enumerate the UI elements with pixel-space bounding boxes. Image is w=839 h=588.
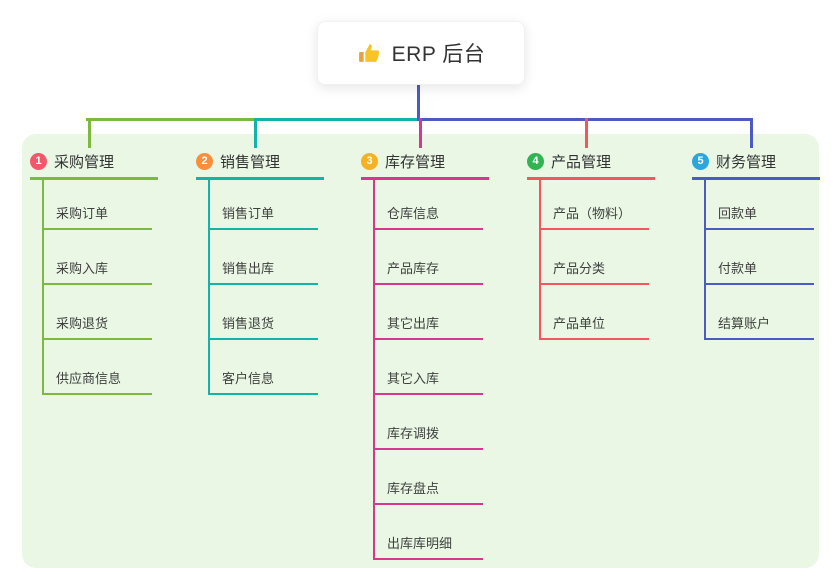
branch-header-node[interactable]: 2 销售管理 <box>196 148 280 174</box>
child-node-label[interactable]: 库存盘点 <box>387 481 440 496</box>
child-underline <box>704 228 814 230</box>
child-node-label[interactable]: 出库库明细 <box>387 536 453 551</box>
child-underline <box>373 558 483 560</box>
child-node-label[interactable]: 产品库存 <box>387 261 440 276</box>
child-node-label[interactable]: 其它出库 <box>387 316 440 331</box>
child-node-label[interactable]: 客户信息 <box>222 371 275 386</box>
branch-label: 销售管理 <box>220 153 281 171</box>
branch-label: 库存管理 <box>385 153 446 171</box>
branch-label: 采购管理 <box>54 153 115 171</box>
child-underline <box>539 283 649 285</box>
bus-segment-1 <box>86 118 256 121</box>
child-underline <box>42 338 152 340</box>
child-underline <box>704 283 814 285</box>
branch-drop-line <box>253 118 257 148</box>
root-node-title: ERP 后台 <box>391 43 486 66</box>
child-underline <box>373 338 483 340</box>
child-node-label[interactable]: 产品单位 <box>553 316 606 331</box>
child-node-label[interactable]: 销售出库 <box>222 261 275 276</box>
child-underline <box>373 393 483 395</box>
child-underline <box>208 338 318 340</box>
branch-number-badge: 3 <box>361 152 378 170</box>
child-node-label[interactable]: 供应商信息 <box>56 371 122 386</box>
child-underline <box>42 283 152 285</box>
child-underline <box>373 283 483 285</box>
branch-header-node[interactable]: 3 库存管理 <box>361 148 445 174</box>
child-node-label[interactable]: 采购退货 <box>56 316 109 331</box>
branch-spine-line <box>373 177 375 560</box>
branches-panel <box>22 134 819 568</box>
child-underline <box>208 283 318 285</box>
child-node-label[interactable]: 采购入库 <box>56 261 109 276</box>
child-node-label[interactable]: 结算账户 <box>718 316 771 331</box>
child-underline <box>539 228 649 230</box>
branch-underline <box>196 177 324 180</box>
branch-underline <box>30 177 158 180</box>
branch-销售管理: 2 销售管理销售订单销售出库销售退货客户信息 <box>196 148 346 403</box>
branch-label: 产品管理 <box>551 153 612 171</box>
branch-number-badge: 1 <box>30 152 47 170</box>
branch-drop-line <box>584 118 588 148</box>
branch-drop-line <box>87 118 91 148</box>
child-underline <box>208 228 318 230</box>
child-node-label[interactable]: 付款单 <box>718 261 758 276</box>
root-connector-line <box>417 82 420 121</box>
child-underline <box>208 393 318 395</box>
child-node-label[interactable]: 库存调拨 <box>387 426 440 441</box>
branch-drop-line <box>418 118 422 148</box>
bus-segment-2 <box>254 118 420 121</box>
branch-产品管理: 4 产品管理产品（物料） 产品分类产品单位 <box>527 148 677 348</box>
root-node-erp[interactable]: ERP 后台 <box>317 21 525 85</box>
branch-drop-line <box>749 118 753 148</box>
child-underline <box>42 228 152 230</box>
child-node-label[interactable]: 其它入库 <box>387 371 440 386</box>
branch-spine-line <box>208 177 210 395</box>
branch-财务管理: 5 财务管理回款单付款单结算账户 <box>692 148 839 348</box>
branch-label: 财务管理 <box>716 153 777 171</box>
branch-库存管理: 3 库存管理仓库信息产品库存其它出库其它入库库存调拨库存盘点出库库明细 <box>361 148 511 568</box>
branch-underline <box>527 177 655 180</box>
child-underline <box>373 228 483 230</box>
branch-spine-line <box>42 177 44 395</box>
child-underline <box>373 448 483 450</box>
branch-number-badge: 2 <box>196 152 213 170</box>
child-node-label[interactable]: 仓库信息 <box>387 206 440 221</box>
child-node-label[interactable]: 产品分类 <box>553 261 606 276</box>
child-node-label[interactable]: 产品（物料） <box>553 206 632 221</box>
branch-underline <box>692 177 820 180</box>
child-underline <box>539 338 649 340</box>
child-node-label[interactable]: 采购订单 <box>56 206 109 221</box>
child-underline <box>373 503 483 505</box>
branch-header-node[interactable]: 5 财务管理 <box>692 148 776 174</box>
branch-采购管理: 1 采购管理采购订单采购入库采购退货供应商信息 <box>30 148 180 403</box>
thumbs-up-icon <box>357 41 382 66</box>
child-underline <box>42 393 152 395</box>
child-node-label[interactable]: 销售订单 <box>222 206 275 221</box>
child-underline <box>704 338 814 340</box>
branch-underline <box>361 177 489 180</box>
child-node-label[interactable]: 销售退货 <box>222 316 275 331</box>
child-node-label[interactable]: 回款单 <box>718 206 758 221</box>
branch-header-node[interactable]: 4 产品管理 <box>527 148 611 174</box>
branch-number-badge: 5 <box>692 152 709 170</box>
branch-spine-line <box>704 177 706 340</box>
branch-header-node[interactable]: 1 采购管理 <box>30 148 114 174</box>
branch-spine-line <box>539 177 541 340</box>
branch-number-badge: 4 <box>527 152 544 170</box>
